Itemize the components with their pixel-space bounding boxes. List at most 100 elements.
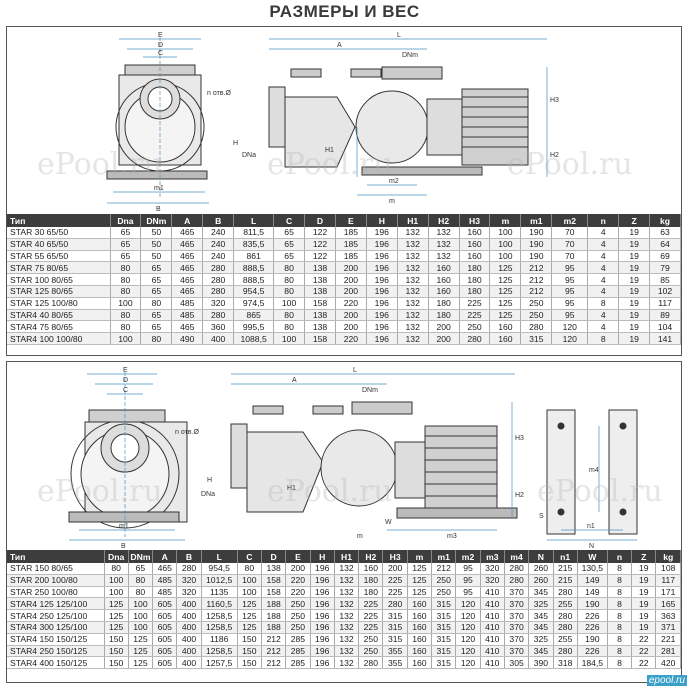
table-cell: 180 [459,285,491,298]
table-cell: 117 [649,297,681,310]
table-cell: 954,5 [201,563,238,575]
model-name-cell: STAR 125 80/65 [7,285,111,298]
dim-label-DNa: DNa [201,491,215,498]
table-cell: 100 [128,621,154,634]
table-cell: 19 [618,309,651,322]
table-cell: 65 [110,227,142,239]
table-cell: 138 [304,261,336,275]
table-cell: 212 [261,633,287,646]
table-cell: 285 [285,633,311,646]
table-cell: 65 [140,320,173,334]
table-cell: 132 [334,645,360,658]
model-name-cell: STAR 200 100/80 [7,574,105,587]
dim-label-m4: m4 [589,467,599,474]
table-cell: 280 [553,609,578,622]
table-cell: 315 [520,332,553,345]
column-header: E [285,550,311,563]
table-cell: 4 [587,320,620,334]
panel-series-2: E D C n отв.Ø H DNa m1 B L A DNm H3 H1 H… [6,361,682,683]
table-cell: 315 [382,621,408,634]
table-cell: 250 [358,645,384,658]
table-cell: 120 [455,621,481,634]
table-cell: 160 [459,250,491,263]
model-name-cell: STAR4 250 150/125 [7,645,105,658]
table-cell: 4 [587,261,620,275]
table-cell: 190 [577,597,608,611]
table-cell: 80 [104,563,129,575]
column-header: N [528,550,554,563]
dim-label-W: W [385,519,392,526]
table-cell: 125 [407,586,433,599]
dim-label-DNa: DNa [242,152,256,159]
table-cell: 80 [237,563,262,575]
table-cell: 160 [459,227,491,239]
table-cell: 188 [261,609,287,622]
table-cell: 345 [528,645,554,658]
column-header: m [489,214,522,227]
table-cell: 320 [480,574,505,587]
table-cell: 95 [551,273,589,286]
table-cell: 221 [655,633,681,646]
table-cell: 196 [310,609,335,622]
table-cell: 160 [489,320,522,334]
table-cell: 280 [553,586,578,599]
table-cell: 315 [431,633,457,646]
table-cell: 120 [455,645,481,658]
table-cell: 212 [520,261,553,275]
table-cell: 122 [304,227,336,239]
table-cell: 4 [587,250,620,263]
table-cell: 250 [431,574,457,587]
table-cell: 215 [553,563,578,575]
front-view-1 [106,37,209,204]
table-cell: 132 [334,656,360,670]
table-cell: 132 [334,621,360,634]
table-cell: 8 [607,633,633,646]
table-cell: 281 [655,645,681,658]
table-cell: 212 [261,645,287,658]
table-cell: 22 [631,656,657,670]
table-cell: 400 [176,597,202,611]
table-cell: 132 [397,273,429,286]
dim-label-m: m [357,533,363,540]
table-cell: 160 [407,597,433,611]
column-header: Тип [7,550,105,563]
table-cell: 132 [334,597,360,611]
column-header: C [237,550,262,563]
table-cell: 160 [358,563,384,575]
column-header: D [304,214,336,227]
table-cell: 150 [237,656,262,670]
table-cell: 4 [587,238,620,251]
table-cell: 196 [366,250,398,263]
table-cell: 190 [577,633,608,646]
table-cell: 180 [358,574,384,587]
column-header: H2 [428,214,460,227]
table-cell: 280 [202,285,235,298]
table-cell: 80 [110,320,142,334]
table-cell: 240 [202,250,235,263]
table-cell: 196 [310,574,335,587]
table-cell: 250 [459,320,491,334]
table-cell: 345 [528,586,554,599]
table-cell: 280 [459,332,491,345]
table-cell: 1258,5 [201,645,238,658]
dim-label-H2: H2 [515,492,524,499]
table-cell: 132 [397,297,429,310]
table-cell: 132 [334,609,360,622]
table-cell: 320 [480,563,505,575]
table-cell: 100 [273,297,306,310]
side-view-1 [268,38,548,196]
table-cell: 370 [504,597,530,611]
dim-label-m2: m2 [389,178,399,185]
table-cell: 184,5 [577,656,608,670]
table-cell: 280 [553,645,578,658]
table-cell: 160 [407,645,433,658]
base-view-2 [546,409,638,541]
table-cell: 125 [128,633,154,646]
table-cell: 122 [304,238,336,251]
table-cell: 100 [110,332,142,345]
